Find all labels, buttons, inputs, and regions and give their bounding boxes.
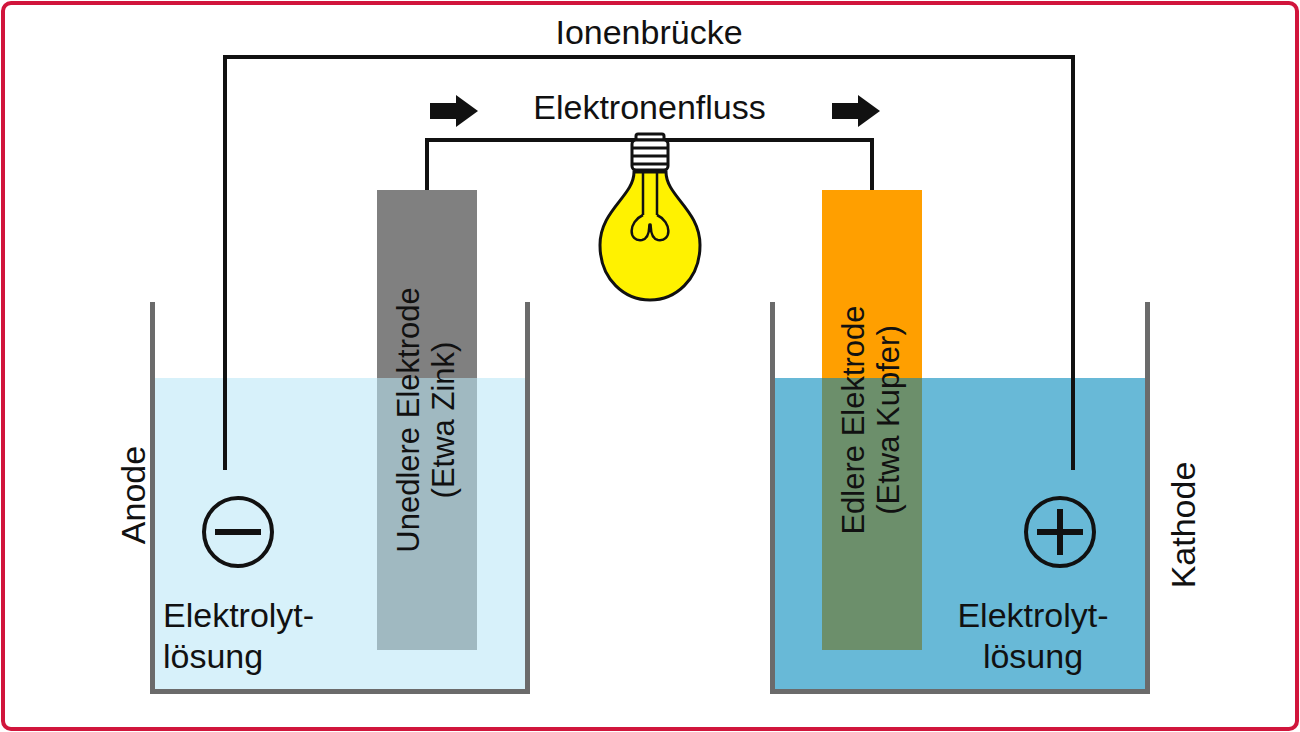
beaker: KathodeElektrolyt- lösung [770,302,1150,694]
electrode: Edlere Elektrode (Etwa Kupfer) [822,190,922,650]
edge-label: Ionenbrücke [549,14,748,51]
wire [225,57,1073,470]
solution-label: Elektrolyt- lösung [163,595,338,677]
minus-symbol [204,498,272,566]
edge-label: Elektronenfluss [527,89,771,126]
arrow-right [832,95,880,127]
light-bulb [600,134,700,300]
electrode-role-label: Kathode [1164,462,1203,589]
electrode: Unedlere Elektrode (Etwa Zink) [377,190,477,650]
plus-symbol [1026,498,1094,566]
electrode-label: Edlere Elektrode (Etwa Kupfer) [837,265,906,575]
solution-label: Elektrolyt- lösung [938,595,1128,677]
electrode-role-label: Anode [114,446,153,544]
arrow-left [430,95,478,127]
electrode-label: Unedlere Elektrode (Etwa Zink) [392,265,461,575]
frame [3,3,1297,729]
